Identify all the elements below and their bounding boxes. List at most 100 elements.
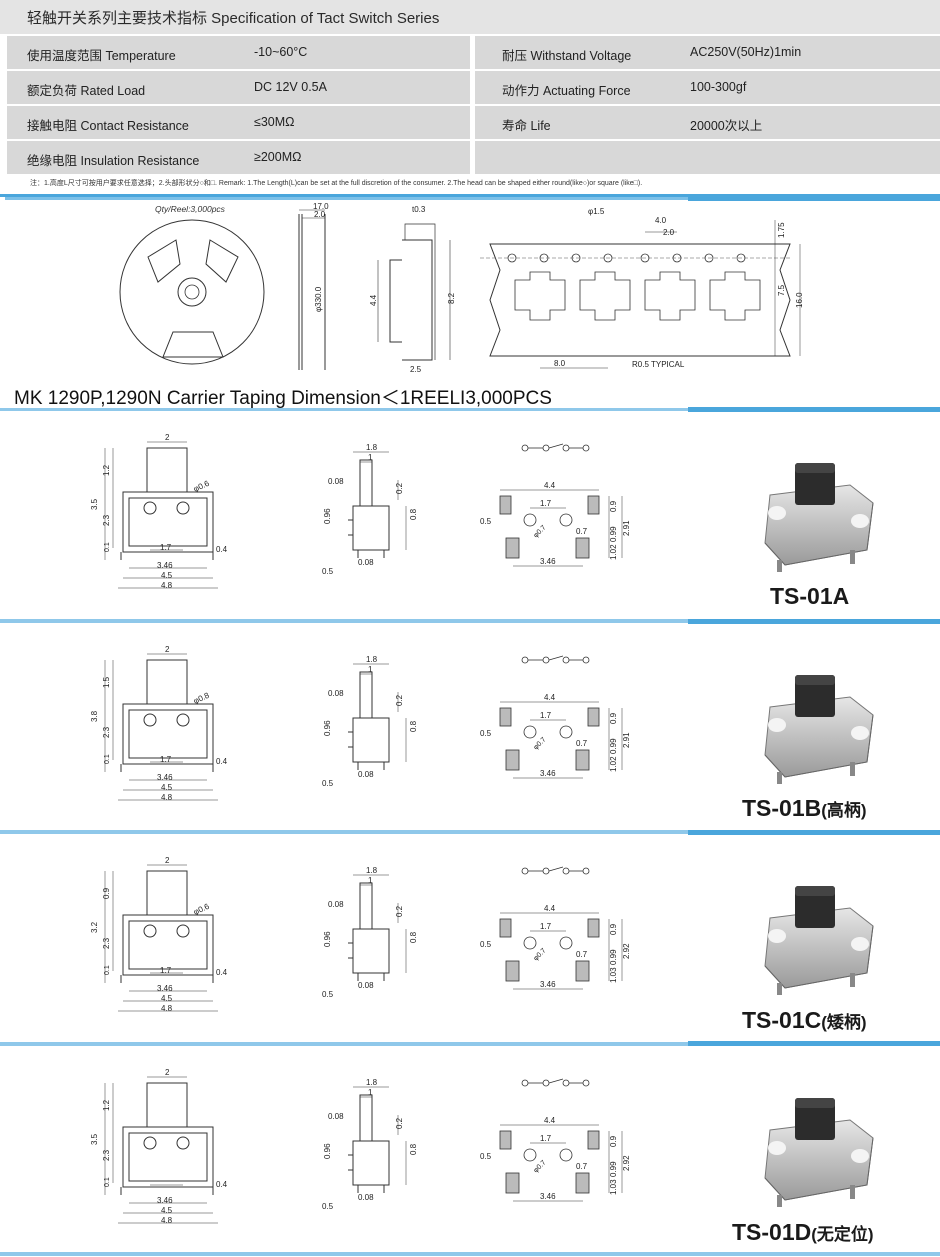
dim-label: 7.5 (777, 284, 786, 296)
side-view-drawing: 1.8 1 0.08 0.2 0.96 0.8 0.08 0.5 (322, 655, 418, 788)
divider (688, 830, 940, 835)
dim-label: 0.7 (576, 950, 588, 959)
dim-label: 0.7 (576, 739, 588, 748)
divider (688, 197, 940, 201)
reel-drawing (119, 219, 265, 365)
dim-label: 1.7 (160, 966, 172, 975)
dim-label: 0.96 (323, 508, 332, 524)
dim-label: 2 (165, 433, 170, 442)
front-view-drawing: 2 3.5 1.2 2.3 φ0.6 0.1 1.7 0.4 3.46 4.5 … (90, 433, 228, 590)
dim-label: 0.99 (609, 526, 618, 542)
dim-label: 1.8 (366, 1078, 378, 1087)
dim-label: 1.7 (540, 711, 552, 720)
dim-label: 3.46 (157, 773, 173, 782)
dim-label: 0.5 (322, 990, 334, 999)
dim-label: 0.2 (395, 694, 404, 706)
model-suffix: (高柄) (821, 801, 867, 820)
dim-label: 3.46 (540, 1192, 556, 1201)
product-photo (764, 463, 874, 572)
dim-label: 4.0 (655, 216, 667, 225)
dim-label: 1.2 (102, 464, 111, 476)
dim-label: 1.7 (540, 922, 552, 931)
side-view-drawing: 1.8 1 0.08 0.2 0.96 0.8 0.08 0.5 (322, 443, 418, 576)
dim-label: 4.8 (161, 1216, 173, 1225)
dim-label: 3.5 (90, 1133, 99, 1145)
dim-label: 2.5 (410, 365, 422, 374)
dim-label: φ0.7 (532, 736, 547, 751)
dim-label: 0.08 (328, 900, 344, 909)
dim-label: 0.1 (104, 965, 111, 975)
dim-label: 2.0 (314, 210, 326, 219)
model-name: TS-01D (732, 1219, 812, 1245)
carrier-tape-drawing: φ1.5 4.0 2.0 1.75 7.5 16.0 8.0 R0.5 TYPI… (480, 207, 804, 369)
dim-label: 0.7 (576, 527, 588, 536)
dim-label: φ0.7 (532, 947, 547, 962)
dim-label: 0.8 (409, 720, 418, 732)
dim-label: 4.5 (161, 571, 173, 580)
dim-label: 0.99 (609, 1161, 618, 1177)
dim-label: 0.2 (395, 482, 404, 494)
dim-label: 0.5 (480, 517, 492, 526)
dim-label: 4.8 (161, 581, 173, 590)
reel-side-drawing: 17.0 2.0 φ330.0 (298, 202, 329, 370)
dim-label: 0.99 (609, 949, 618, 965)
front-view-drawing: 2 3.5 1.2 2.3 0.1 0.4 3.46 4.5 4.8 (90, 1068, 228, 1225)
dim-label: 1 (368, 876, 373, 885)
dim-label: 3.46 (540, 557, 556, 566)
spec-table: 使用温度范围 Temperature-10~60°C 耐压 Withstand … (0, 36, 940, 176)
dim-label: 0.4 (216, 968, 228, 977)
dim-label: 2.3 (102, 514, 111, 526)
dim-label: 0.4 (216, 757, 228, 766)
front-view-drawing: 2 3.2 0.9 2.3 φ0.6 0.1 1.7 0.4 3.46 4.5 … (90, 856, 228, 1013)
dim-label: 2.92 (622, 943, 631, 959)
dim-label: 0.08 (358, 981, 374, 990)
carrier-section-drawing: t0.3 4.4 8.2 2.5 (369, 205, 456, 374)
divider (688, 1041, 940, 1046)
model-suffix: (矮柄) (821, 1013, 867, 1032)
pcb-layout-drawing: 4.4 1.7 0.5 φ0.7 0.7 0.9 0.99 1.02 2.91 … (480, 655, 631, 779)
dim-label: 4.5 (161, 783, 173, 792)
model-name: TS-01C (742, 1007, 822, 1033)
dim-label: 0.5 (322, 1202, 334, 1211)
dim-label: 2.91 (622, 732, 631, 748)
model-label: TS-01B(高柄) (742, 795, 867, 822)
dim-label: 0.2 (395, 905, 404, 917)
spec-row: 绝缘电阻 Insulation Resistance≥200MΩ (0, 141, 940, 174)
dim-label: 4.4 (544, 1116, 556, 1125)
spec-label: 接触电阻 Contact Resistance (27, 119, 189, 133)
dim-label: 2.0 (663, 228, 675, 237)
divider (0, 619, 688, 623)
spec-label: 绝缘电阻 Insulation Resistance (27, 154, 200, 168)
dim-label: 0.08 (358, 770, 374, 779)
spec-value: -10~60°C (254, 45, 308, 59)
dim-label: 1.7 (540, 499, 552, 508)
dim-label: 0.9 (609, 1135, 618, 1147)
dim-label: 1.7 (160, 543, 172, 552)
dim-label: 0.5 (322, 567, 334, 576)
dim-label: 3.46 (157, 1196, 173, 1205)
dim-label: 0.5 (480, 940, 492, 949)
model-label: TS-01D(无定位) (732, 1219, 874, 1246)
pcb-layout-drawing: 4.4 1.7 0.5 φ0.7 0.7 0.9 0.99 1.03 2.92 … (480, 1078, 631, 1202)
divider (5, 197, 688, 200)
model-suffix: (无定位) (811, 1225, 874, 1244)
dim-label: φ1.5 (588, 207, 605, 216)
spec-label: 额定负荷 Rated Load (27, 84, 146, 98)
dim-label: 3.5 (90, 498, 99, 510)
dim-label: 2.91 (622, 520, 631, 536)
spec-label: 动作力 Actuating Force (502, 84, 631, 98)
dim-label: 0.9 (609, 712, 618, 724)
remark-note: 注：1.高度L尺寸可按用户要求任意选择；2.头部形状分○和□. Remark: … (30, 180, 643, 187)
dim-label: 0.1 (104, 542, 111, 552)
dim-label: 1.03 (609, 967, 618, 983)
spec-cell: 接触电阻 Contact Resistance≤30MΩ (7, 106, 470, 139)
divider (0, 194, 940, 197)
model-label: TS-01C(矮柄) (742, 1007, 867, 1034)
dim-label: 0.96 (323, 931, 332, 947)
spec-row: 使用温度范围 Temperature-10~60°C 耐压 Withstand … (0, 36, 940, 69)
